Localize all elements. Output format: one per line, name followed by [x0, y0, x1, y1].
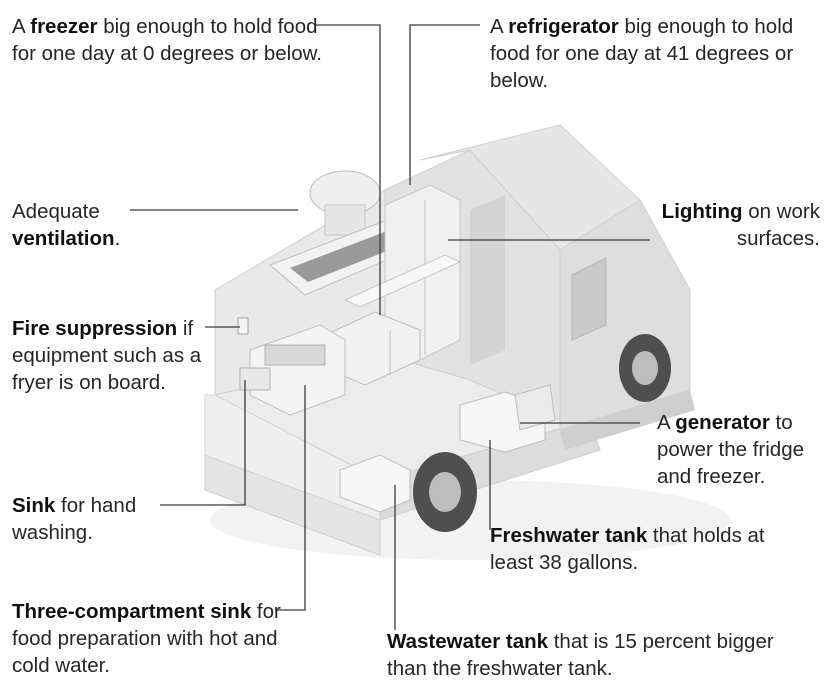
- freezer-leader: [315, 24, 381, 315]
- sink-label: Sink for hand washing.: [12, 494, 137, 544]
- freezer-label: A freezer big enough to hold food for on…: [12, 15, 322, 65]
- three-compartment-sink-label: Three-compartment sink for food preparat…: [12, 600, 281, 677]
- ventilation-label: Adequate ventilation.: [12, 200, 121, 250]
- wheels: [413, 334, 671, 532]
- fridge-leader: [409, 24, 480, 185]
- leader-lines: [130, 24, 650, 630]
- equipment: [237, 170, 556, 513]
- lighting-label: Lighting on work surfaces.: [661, 200, 820, 250]
- freshwater-label: Freshwater tank that holds at least 38 g…: [490, 524, 765, 574]
- sink-leader: [160, 380, 246, 506]
- threecomp-leader: [275, 385, 306, 611]
- refrigerator-label: A refrigerator big enough to hold food f…: [490, 15, 794, 92]
- fire-suppression-label: Fire suppression if equipment such as a …: [12, 317, 202, 394]
- generator-label: A generator to power the fridge and free…: [657, 411, 805, 488]
- wastewater-label: Wastewater tank that is 15 percent bigge…: [387, 630, 774, 680]
